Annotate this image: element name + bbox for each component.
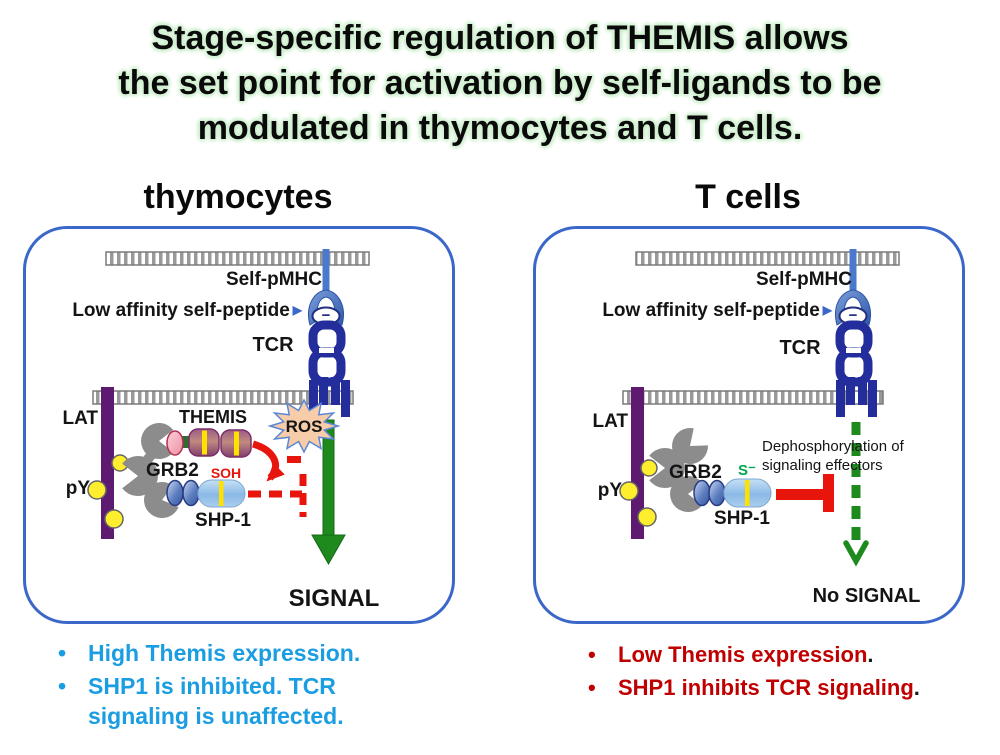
shp1-phosphatase xyxy=(693,478,772,508)
low-affinity-label: Low affinity self-peptide▶ xyxy=(72,300,302,321)
t-cell-membrane xyxy=(622,390,884,405)
signal-arrow xyxy=(311,419,346,566)
blocked-signal-arrow xyxy=(843,422,869,567)
grb2-label: GRB2 xyxy=(146,460,199,481)
oxidation-arrow xyxy=(251,440,285,482)
no-signal-label: No SIGNAL xyxy=(812,585,921,607)
apc-membrane xyxy=(105,251,370,266)
soh-label: SOH xyxy=(210,465,242,481)
self-pmhc-label: Self-pMHC xyxy=(225,269,322,290)
bullet-icon: • xyxy=(58,640,67,666)
apc-membrane xyxy=(635,251,900,266)
themis-protein xyxy=(166,428,252,458)
thiolate-label: S⁻ xyxy=(738,462,756,479)
grb2-adaptor xyxy=(122,423,179,519)
title-line-2: the set point for activation by self-lig… xyxy=(118,64,882,102)
heading-thymocytes: thymocytes xyxy=(143,178,333,216)
py-label: pY xyxy=(597,480,622,501)
py-label: pY xyxy=(65,478,90,499)
phospho-tyrosine-sites xyxy=(619,459,658,527)
t-cell-membrane xyxy=(92,390,354,405)
shp1-label: SHP-1 xyxy=(714,508,770,529)
thymocyte-cell-panel: Self-pMHC Low affinity self-peptide▶ − T… xyxy=(23,226,455,624)
lat-adaptor xyxy=(101,387,114,539)
title-line-3: modulated in thymocytes and T cells. xyxy=(197,109,803,147)
grb2-adaptor xyxy=(649,428,709,512)
low-affinity-label: Low affinity self-peptide▶ xyxy=(602,300,832,321)
lat-label: LAT xyxy=(62,408,98,429)
list-item: • High Themis expression. xyxy=(58,640,361,666)
peptide-pointer-icon: ▶ xyxy=(822,303,832,317)
lat-label: LAT xyxy=(592,411,628,432)
ros-burst xyxy=(267,398,341,454)
tcr-receptor xyxy=(308,320,350,417)
thymocyte-summary-list: • High Themis expression. • SHP1 is inhi… xyxy=(58,638,388,734)
signal-label: SIGNAL xyxy=(288,585,380,612)
shp1-label: SHP-1 xyxy=(195,510,251,531)
peptide-charge-label: − xyxy=(848,307,858,324)
self-pmhc-label: Self-pMHC xyxy=(755,269,852,290)
bullet-icon: • xyxy=(58,673,67,699)
list-item: • SHP1 is inhibited. TCR signaling is un… xyxy=(58,673,344,729)
thymocyte-diagram xyxy=(87,249,370,566)
figure-title: Stage-specific regulation of THEMIS allo… xyxy=(0,16,1000,151)
t-cell-diagram xyxy=(619,249,900,567)
lat-adaptor xyxy=(631,387,644,539)
heading-t-cells: T cells xyxy=(695,178,801,216)
bullet-icon: • xyxy=(588,675,596,700)
title-line-1: Stage-specific regulation of THEMIS allo… xyxy=(151,19,849,57)
bullet-icon: • xyxy=(588,642,596,667)
list-item: • SHP1 inhibits TCR signaling. xyxy=(588,673,988,703)
tcr-label: TCR xyxy=(252,334,294,356)
tcr-label: TCR xyxy=(779,337,821,359)
blocked-inhibition-tbar xyxy=(248,456,307,517)
dephosphorylation-note: Dephosphorylation of signaling effectors xyxy=(762,438,904,474)
shp1-phosphatase xyxy=(166,479,246,508)
t-cell-panel: Self-pMHC Low affinity self-peptide▶ − T… xyxy=(533,226,965,624)
grb2-label: GRB2 xyxy=(669,462,722,483)
tcr-receptor xyxy=(835,320,877,417)
t-cell-summary-list: • Low Themis expression. • SHP1 inhibits… xyxy=(588,640,988,706)
phospho-tyrosine-sites xyxy=(87,454,129,529)
themis-label: THEMIS xyxy=(178,407,247,427)
list-item: • Low Themis expression. xyxy=(588,640,988,670)
ros-label: ROS xyxy=(285,417,323,436)
peptide-pointer-icon: ▶ xyxy=(292,303,302,317)
inhibition-tbar xyxy=(776,474,834,512)
peptide-charge-label: − xyxy=(321,307,331,324)
